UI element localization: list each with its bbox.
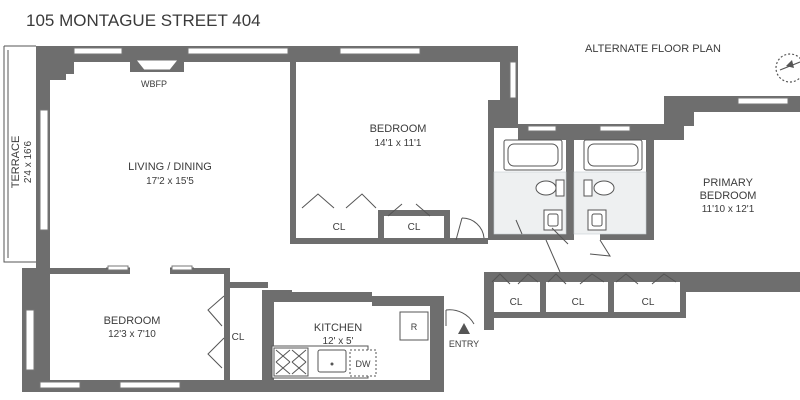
entry-label: ENTRY	[449, 339, 479, 349]
bedroom1-dimensions: 14'1 x 11'1	[374, 138, 421, 149]
closet-label: CL	[572, 297, 585, 308]
listing-title: 105 MONTAGUE STREET 404	[26, 11, 261, 30]
bedroom1-name: BEDROOM	[370, 123, 427, 135]
closet-label: CL	[333, 222, 346, 233]
terrace-name: TERRACE	[10, 136, 22, 189]
kitchen-appliances: DW R	[271, 311, 429, 379]
exterior-walls	[22, 46, 800, 392]
living-dining-name: LIVING / DINING	[128, 161, 212, 173]
bathroom-right	[573, 139, 647, 235]
primary-bedroom-dimensions: 11'10 x 12'1	[702, 204, 755, 215]
door-swings	[106, 193, 677, 369]
closet-label: CL	[232, 332, 245, 343]
bedroom2-name: BEDROOM	[104, 315, 161, 327]
wbfp-label: WBFP	[141, 79, 167, 89]
bedroom2-dimensions: 12'3 x 7'10	[108, 329, 156, 340]
refrigerator-label: R	[411, 322, 418, 332]
compass-icon	[775, 53, 800, 83]
interior-walls	[50, 46, 686, 380]
stove-icon	[273, 347, 309, 377]
bathroom-left	[493, 139, 567, 235]
terrace-dimensions: 2'4 x 16'6	[23, 140, 34, 183]
dishwasher	[349, 349, 377, 377]
alternate-floor-plan-label: ALTERNATE FLOOR PLAN	[585, 43, 721, 55]
sink-icon	[317, 349, 347, 373]
primary-bedroom-name-line1: PRIMARY	[703, 177, 754, 189]
refrigerator	[399, 311, 429, 341]
closet-label: CL	[408, 222, 421, 233]
closet-label: CL	[642, 297, 655, 308]
kitchen-dimensions: 12' x 5'	[322, 336, 353, 347]
closet-label: CL	[510, 297, 523, 308]
primary-bedroom-name-line2: BEDROOM	[700, 190, 757, 202]
living-dining-dimensions: 17'2 x 15'5	[146, 176, 194, 187]
dishwasher-label: DW	[356, 359, 371, 369]
terrace: TERRACE 2'4 x 16'6	[3, 45, 36, 263]
kitchen-name: KITCHEN	[314, 322, 362, 334]
entry-arrow-icon	[458, 323, 470, 334]
